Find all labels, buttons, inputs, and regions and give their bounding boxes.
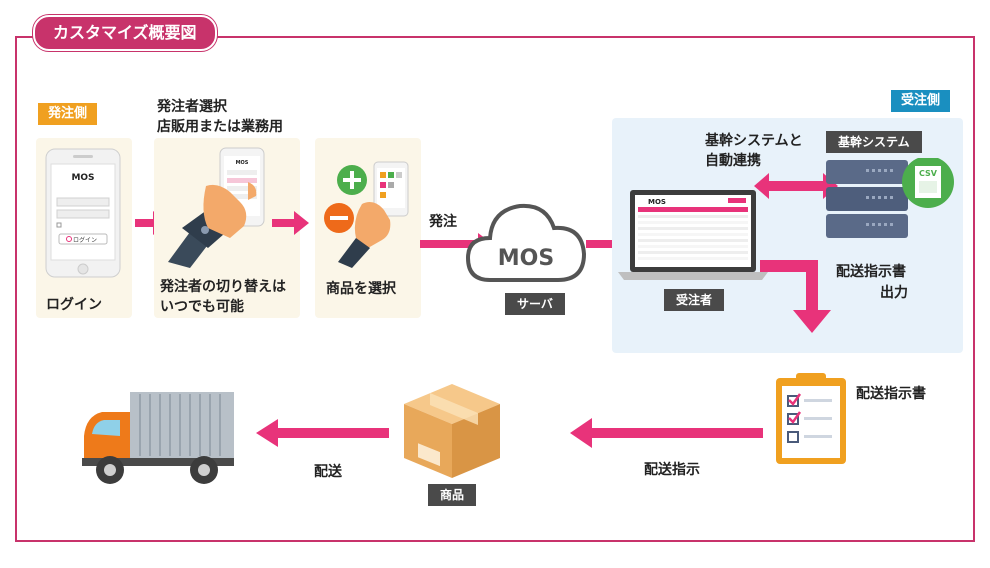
server-tag: サーバ [505,293,565,315]
clipboard-icon [774,370,848,466]
cloud-server-icon: MOS [462,192,590,288]
arrow-doc-to-product [570,418,763,448]
shipping-output-label-line1: 配送指示書 [836,264,906,280]
product-tag: 商品 [428,484,477,506]
ordering-side-tag: 発注側 [38,103,98,125]
plus-minus-hand-icon [318,158,418,268]
arrow-product-to-truck [256,419,389,447]
select-orderer-label-line2: 店販用または業務用 [157,119,283,135]
laptop-icon: MOS [618,188,768,283]
shipping-output-label-line2: 出力 [880,285,908,301]
switch-label-line1: 発注者の切り替えは [160,279,286,295]
server-rack-icon: CSV [826,156,956,242]
receiver-tag: 受注者 [664,289,725,311]
delivery-label: 配送 [314,464,342,480]
csv-text: CSV [919,169,938,178]
arrow-order-to-server [420,233,493,255]
order-label: 発注 [429,214,457,230]
arrow-laptop-to-doc [760,260,831,333]
shipping-instruction-label: 配送指示 [644,462,700,478]
cloud-brand: MOS [498,246,554,271]
arrow-core-link [754,173,838,199]
core-link-label-line1: 基幹システムと [705,133,803,149]
svg-text:MOS: MOS [236,160,249,166]
core-system-tag: 基幹システム [826,131,922,153]
hand-holding-phone-icon: MOS [160,142,280,268]
login-label: ログイン [46,297,102,313]
core-link-label-line2: 自動連携 [705,153,761,169]
cardboard-box-icon [400,380,504,480]
shipping-doc-label: 配送指示書 [856,386,926,402]
phone-icon: MOS ログイン [45,148,121,278]
receiving-side-tag: 受注側 [891,90,951,112]
diagram-frame [15,36,975,542]
select-orderer-label-line1: 発注者選択 [157,99,227,115]
svg-text:MOS: MOS [648,198,666,206]
diagram-title: カスタマイズ概要図 [33,15,217,51]
select-product-label: 商品を選択 [326,281,396,297]
phone-brand: MOS [71,173,94,183]
phone-login-button-text: ログイン [73,236,97,244]
arrow-select-to-product [272,211,309,235]
delivery-truck-icon [80,390,236,490]
switch-label-line2: いつでも可能 [160,299,244,315]
